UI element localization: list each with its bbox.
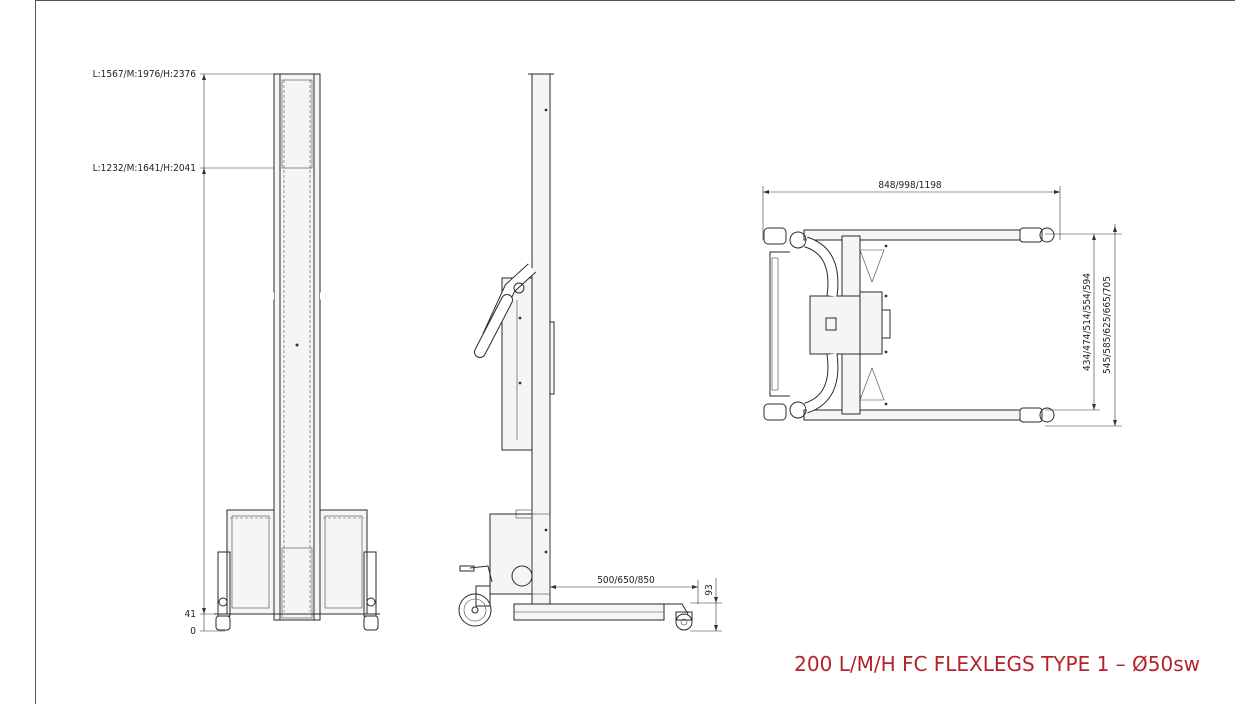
drawing-title: 200 L/M/H FC FLEXLEGS TYPE 1 – Ø50sw bbox=[794, 652, 1200, 676]
dim-leg-height: 93 bbox=[704, 584, 715, 595]
sheet-frame bbox=[35, 0, 1235, 704]
dim-height-max: L:1567/M:1976/H:2376 bbox=[93, 69, 197, 80]
side-view bbox=[458, 73, 722, 632]
dim-height-0: 0 bbox=[190, 626, 196, 637]
dim-inner-width: 434/474/514/554/594 bbox=[1082, 273, 1093, 371]
dim-leg-length: 500/650/850 bbox=[597, 575, 655, 586]
front-view bbox=[200, 73, 380, 632]
dim-overall-length: 848/998/1198 bbox=[878, 180, 942, 191]
dim-height-41: 41 bbox=[185, 609, 196, 620]
top-view bbox=[762, 186, 1122, 427]
dim-outer-width: 545/585/625/665/705 bbox=[1102, 276, 1113, 374]
dimension-labels: L:1567/M:1976/H:2376 L:1232/M:1641/H:204… bbox=[93, 69, 1113, 637]
dim-height-fork: L:1232/M:1641/H:2041 bbox=[93, 163, 196, 174]
